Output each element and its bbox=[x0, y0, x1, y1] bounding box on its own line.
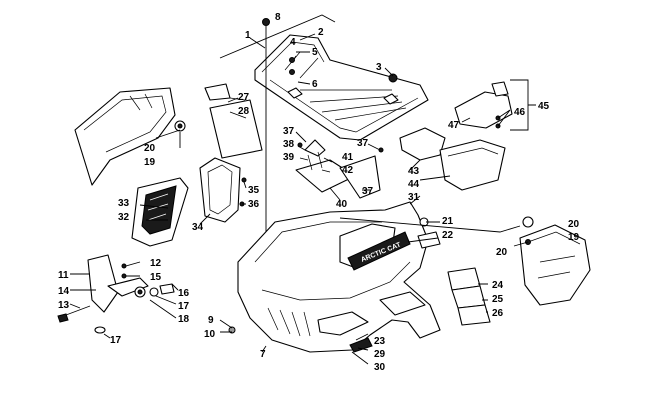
callout-5: 5 bbox=[312, 47, 318, 58]
callout-23: 23 bbox=[374, 336, 386, 347]
callout-labels: 1 2 3 4 5 6 7 8 9 10 11 12 13 14 15 16 1… bbox=[58, 12, 580, 373]
callout-21: 21 bbox=[442, 216, 454, 227]
callout-17: 17 bbox=[178, 301, 190, 312]
callout-2: 2 bbox=[318, 27, 324, 38]
callout-37: 37 bbox=[283, 126, 295, 137]
callout-1: 1 bbox=[245, 30, 251, 41]
callout-36: 36 bbox=[248, 199, 260, 210]
callout-19b: 19 bbox=[568, 232, 580, 243]
callout-14: 14 bbox=[58, 286, 70, 297]
callout-29: 29 bbox=[374, 349, 386, 360]
right-side-panel bbox=[417, 216, 591, 306]
storage-box bbox=[399, 127, 506, 191]
callout-38: 38 bbox=[283, 139, 295, 150]
decal-27-28 bbox=[204, 83, 263, 159]
callout-11: 11 bbox=[58, 270, 69, 281]
storage-latch-assembly bbox=[295, 139, 384, 199]
callout-27: 27 bbox=[238, 92, 250, 103]
callout-47: 47 bbox=[448, 120, 460, 131]
rear-rack bbox=[254, 34, 429, 141]
headlight-louver bbox=[131, 177, 189, 247]
mud-guard-bracket bbox=[57, 254, 175, 334]
left-side-panel bbox=[74, 87, 186, 186]
callout-25: 25 bbox=[492, 294, 504, 305]
center-bracket bbox=[199, 157, 247, 223]
callout-15: 15 bbox=[150, 272, 162, 283]
callout-8: 8 bbox=[275, 12, 281, 23]
front-body-panel: ARCTIC CAT bbox=[228, 201, 441, 353]
callout-13: 13 bbox=[58, 300, 70, 311]
callout-28: 28 bbox=[238, 106, 250, 117]
callout-46: 46 bbox=[514, 107, 526, 118]
decals-24-26 bbox=[447, 267, 491, 326]
callout-10: 10 bbox=[204, 329, 216, 340]
callout-34: 34 bbox=[192, 222, 204, 233]
callout-24: 24 bbox=[492, 280, 504, 291]
callout-18: 18 bbox=[178, 314, 190, 325]
nut-icon bbox=[388, 73, 398, 83]
callout-20: 20 bbox=[144, 143, 156, 154]
callout-35: 35 bbox=[248, 185, 260, 196]
callout-19: 19 bbox=[144, 157, 156, 168]
tank-cover bbox=[454, 81, 513, 129]
callout-12: 12 bbox=[150, 258, 162, 269]
callout-3: 3 bbox=[376, 62, 382, 73]
callout-32: 32 bbox=[118, 212, 130, 223]
callout-30: 30 bbox=[374, 362, 386, 373]
callout-22: 22 bbox=[442, 230, 454, 241]
callout-37b: 37 bbox=[357, 138, 369, 149]
washer-icon bbox=[289, 57, 295, 63]
callout-7: 7 bbox=[260, 349, 266, 360]
callout-6: 6 bbox=[312, 79, 318, 90]
callout-40: 40 bbox=[336, 199, 348, 210]
callout-44: 44 bbox=[408, 179, 420, 190]
callout-33: 33 bbox=[118, 198, 130, 209]
callout-41: 41 bbox=[342, 152, 354, 163]
bolt-icon bbox=[262, 18, 270, 26]
callout-45: 45 bbox=[538, 101, 550, 112]
callout-20c: 20 bbox=[496, 247, 508, 258]
callout-31: 31 bbox=[408, 192, 420, 203]
callout-26: 26 bbox=[492, 308, 504, 319]
callout-42: 42 bbox=[342, 165, 354, 176]
callout-43: 43 bbox=[408, 166, 420, 177]
callout-16: 16 bbox=[178, 288, 190, 299]
washer-icon bbox=[289, 69, 295, 75]
callout-4: 4 bbox=[290, 37, 296, 48]
callout-39: 39 bbox=[283, 152, 295, 163]
callout-37c: 37 bbox=[362, 186, 374, 197]
callout-17b: 17 bbox=[110, 335, 122, 346]
callout-9: 9 bbox=[208, 315, 214, 326]
callout-20b: 20 bbox=[568, 219, 580, 230]
